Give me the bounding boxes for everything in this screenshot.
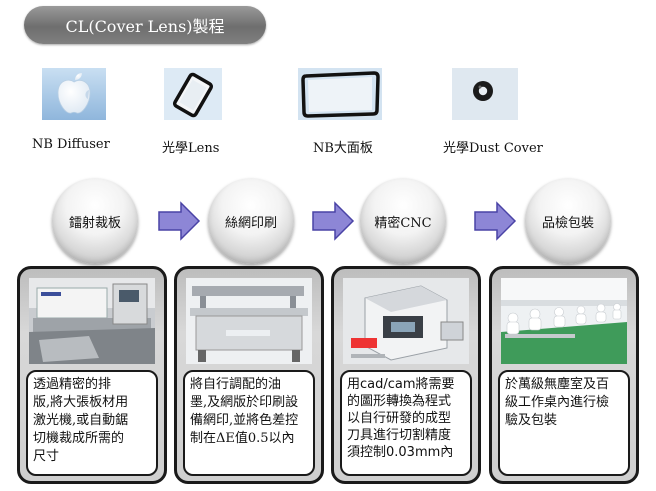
arrow-right-icon bbox=[474, 201, 517, 241]
description-line: 級工作桌內進行檢 bbox=[505, 395, 610, 410]
process-description: 用cad/cam將需要 的圖形轉換為程式 以自行研發的成型 刀具進行切割精度 須… bbox=[340, 370, 472, 476]
product-label-optical-lens: 光學Lens bbox=[162, 141, 220, 156]
nb-panel-frame-icon bbox=[298, 68, 382, 120]
description-line: 於萬級無塵室及百 bbox=[505, 377, 610, 392]
description-line: 用cad/cam將需要 bbox=[347, 377, 455, 392]
step-screen-printing: 絲網印刷 bbox=[208, 178, 294, 264]
page-title: CL(Cover Lens)製程 bbox=[24, 6, 266, 44]
description-line: 墨,及網版於印刷設 bbox=[190, 395, 299, 410]
laser-cutting-machine-photo bbox=[29, 278, 155, 364]
description-line: 以自行研發的成型 bbox=[347, 411, 452, 426]
step-label: 絲網印刷 bbox=[224, 215, 277, 231]
process-card-inspection-packing: 於萬級無塵室及百 級工作桌內進行檢 驗及包裝 bbox=[489, 266, 639, 484]
description-line: 切機裁成所需的 bbox=[33, 431, 125, 446]
description-line: 制在ΔE值0.5以內 bbox=[190, 431, 295, 446]
description-line: 刀具進行切割精度 bbox=[347, 428, 452, 443]
process-description: 將自行調配的油 墨,及網版於印刷設 備網印,並將色差控 制在ΔE值0.5以內 bbox=[183, 370, 315, 476]
cleanroom-workers-photo bbox=[501, 278, 627, 364]
step-laser-cutting: 鐳射裁板 bbox=[52, 178, 138, 264]
process-card-laser-cutting: 透過精密的排 版,將大張板材用 激光機,或自動鋸 切機裁成所需的 尺寸 bbox=[17, 266, 167, 484]
description-line: 將自行調配的油 bbox=[190, 377, 282, 392]
description-line: 的圖形轉換為程式 bbox=[347, 394, 452, 409]
process-description: 透過精密的排 版,將大張板材用 激光機,或自動鋸 切機裁成所需的 尺寸 bbox=[26, 370, 158, 476]
product-label-nb-diffuser: NB Diffuser bbox=[32, 137, 110, 152]
description-line: 尺寸 bbox=[33, 449, 60, 464]
description-line: 激光機,或自動鋸 bbox=[33, 413, 129, 428]
description-line: 須控制0.03mm內 bbox=[347, 445, 454, 460]
phone-lens-icon bbox=[164, 68, 222, 120]
cnc-machine-photo bbox=[343, 278, 469, 364]
arrow-right-icon bbox=[312, 201, 355, 241]
step-label: 品檢包裝 bbox=[541, 215, 594, 231]
dust-cover-ring-icon bbox=[452, 68, 518, 120]
process-card-precision-cnc: 用cad/cam將需要 的圖形轉換為程式 以自行研發的成型 刀具進行切割精度 須… bbox=[331, 266, 481, 484]
step-label: 精密CNC bbox=[374, 215, 432, 231]
description-line: 備網印,並將色差控 bbox=[190, 413, 299, 428]
description-line: 透過精密的排 bbox=[33, 377, 112, 392]
step-inspection-packing: 品檢包裝 bbox=[525, 178, 611, 264]
description-line: 版,將大張板材用 bbox=[33, 395, 129, 410]
description-line: 驗及包裝 bbox=[505, 413, 558, 428]
product-label-dust-cover: 光學Dust Cover bbox=[443, 141, 543, 156]
arrow-right-icon bbox=[158, 201, 201, 241]
step-precision-cnc: 精密CNC bbox=[360, 178, 446, 264]
process-card-screen-printing: 將自行調配的油 墨,及網版於印刷設 備網印,並將色差控 制在ΔE值0.5以內 bbox=[174, 266, 324, 484]
step-label: 鐳射裁板 bbox=[68, 215, 121, 231]
apple-logo-diffuser-icon bbox=[42, 68, 106, 120]
screen-printing-machine-photo bbox=[186, 278, 312, 364]
product-label-nb-panel: NB大面板 bbox=[313, 141, 373, 156]
process-description: 於萬級無塵室及百 級工作桌內進行檢 驗及包裝 bbox=[498, 370, 630, 476]
